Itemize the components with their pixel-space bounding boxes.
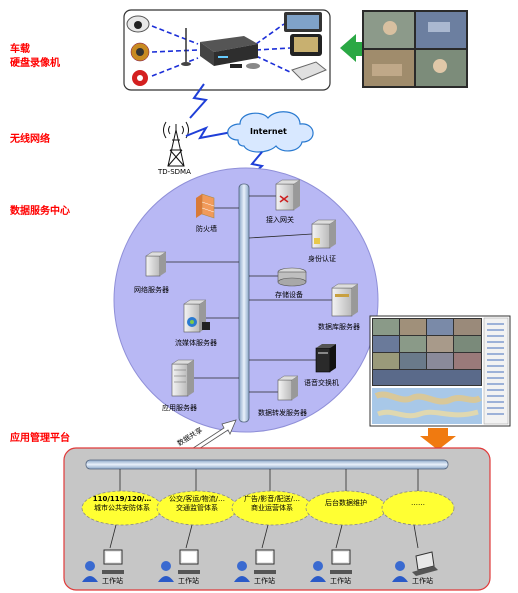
system-more: …… (382, 499, 454, 508)
vehicle-dvr-group (123, 9, 331, 91)
internet-label: Internet (250, 127, 287, 136)
video-thumbnails (362, 10, 468, 88)
system-commerce: 广告/影音/配送/… 商业运营体系 (234, 495, 310, 513)
workstation-label: 工作站 (178, 577, 199, 585)
auth-label: 身份认证 (308, 255, 336, 263)
system-traffic-line1: 公交/客运/物流/… (168, 495, 226, 503)
section-app-platform-label: 应用管理平台 (10, 433, 70, 444)
green-arrow-icon (340, 34, 362, 62)
workstation-label: 工作站 (330, 577, 351, 585)
horizontal-bus (85, 459, 449, 470)
data-forward-server-icon (277, 375, 299, 401)
streaming-label: 流媒体服务器 (175, 339, 217, 347)
vertical-bus (238, 183, 250, 423)
gateway-icon (275, 179, 301, 211)
app-server-label: 应用服务器 (162, 404, 197, 412)
system-security-line2: 城市公共安防体系 (94, 504, 150, 512)
network-server-label: 网络服务器 (134, 286, 169, 294)
firewall-label: 防火墙 (196, 225, 217, 233)
management-screenshot (369, 315, 511, 427)
section-wireless-label: 无线网络 (10, 134, 50, 145)
system-maintenance-line1: 后台数据维护 (325, 499, 367, 507)
system-ellipses (81, 490, 455, 526)
gateway-label: 接入网关 (266, 216, 294, 224)
section-vehicle-line1: 车载 (10, 44, 30, 55)
storage-icon (277, 267, 307, 287)
system-security: 110/119/120/… 城市公共安防体系 (84, 495, 160, 513)
workstation-label: 工作站 (412, 577, 433, 585)
auth-server-icon (311, 219, 337, 249)
system-traffic-line2: 交通监管体系 (176, 504, 218, 512)
section-vehicle-line2: 硬盘录像机 (10, 58, 60, 69)
tower-label: TD-SDMA (158, 168, 191, 176)
streaming-server-icon (183, 299, 210, 333)
storage-label: 存储设备 (275, 291, 303, 299)
system-more-line1: …… (411, 499, 425, 507)
section-data-center-label: 数据服务中心 (10, 206, 70, 217)
system-maintenance: 后台数据维护 (308, 499, 384, 508)
workstation-icons (82, 549, 438, 582)
tower-icon (163, 121, 189, 167)
app-server-icon (171, 359, 195, 397)
voice-switch-label: 语音交换机 (304, 379, 339, 387)
data-forward-label: 数据转发服务器 (258, 409, 307, 417)
system-traffic: 公交/客运/物流/… 交通监管体系 (159, 495, 235, 513)
section-vehicle-label: 车载 硬盘录像机 (10, 43, 60, 71)
system-commerce-line1: 广告/影音/配送/… (243, 495, 301, 503)
voice-switch-icon (315, 344, 336, 373)
workstation-label: 工作站 (102, 577, 123, 585)
database-server-icon (331, 283, 359, 317)
system-security-line1: 110/119/120/… (92, 495, 152, 503)
internet-cloud (227, 111, 314, 153)
firewall-icon (196, 193, 215, 219)
workstation-label: 工作站 (254, 577, 275, 585)
orange-arrow-icon (420, 428, 456, 450)
system-commerce-line2: 商业运营体系 (251, 504, 293, 512)
database-label: 数据库服务器 (318, 323, 360, 331)
network-server-icon (145, 251, 167, 277)
